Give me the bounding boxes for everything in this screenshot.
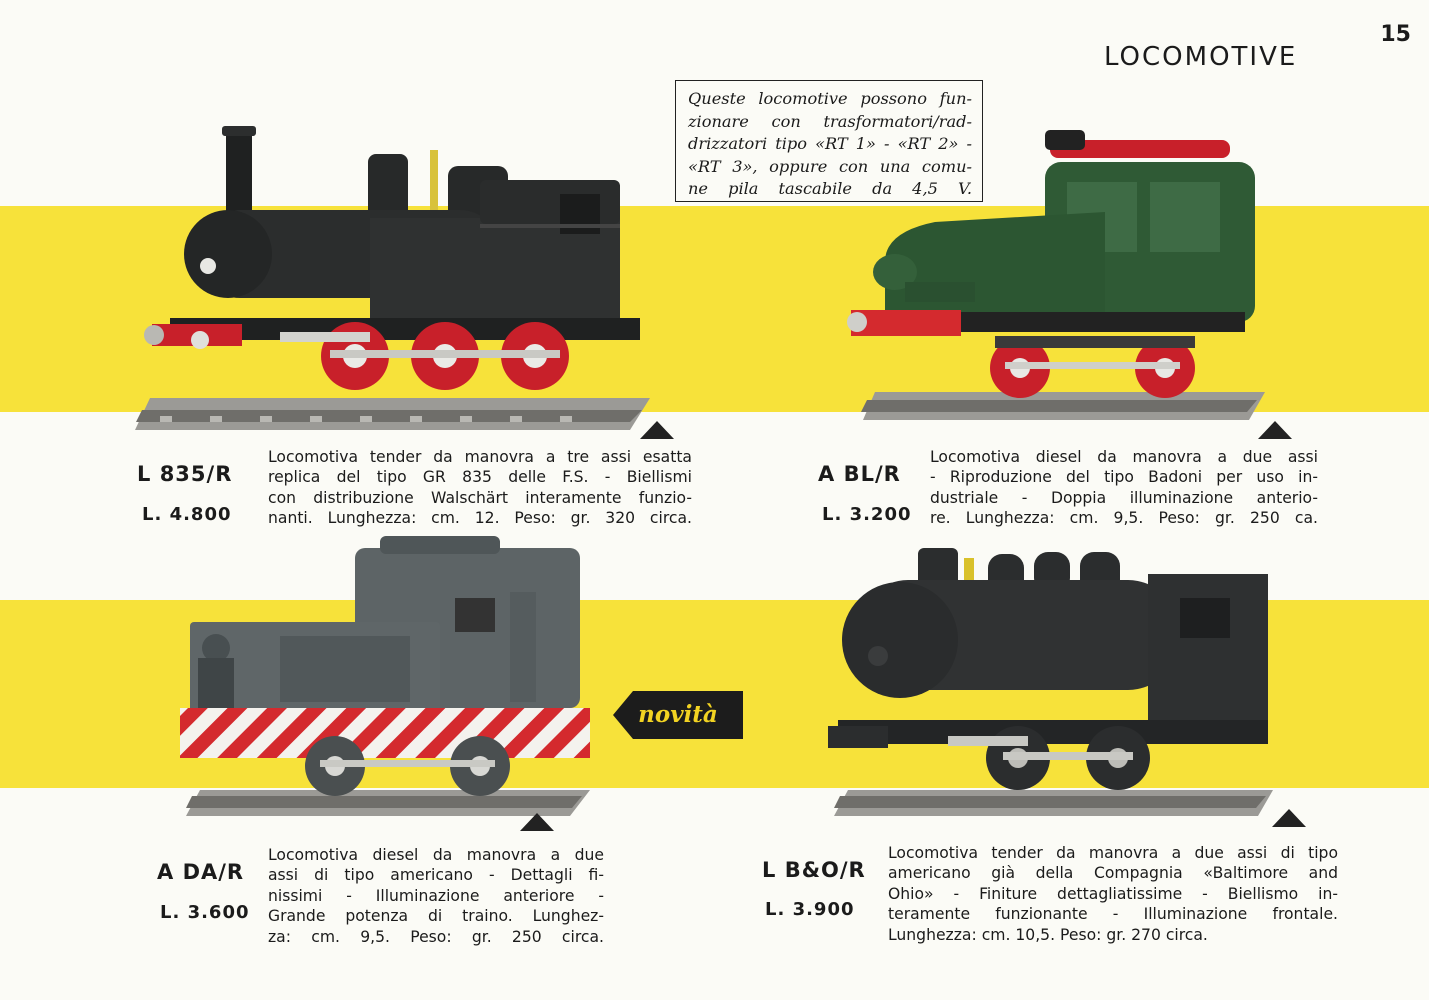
product-price: L. 3.600 xyxy=(160,902,250,923)
badge-label: novità xyxy=(638,701,718,728)
product-code: A DA/R xyxy=(157,860,245,884)
pointer-triangle-icon xyxy=(520,813,554,831)
description-line: Locomotiva tender da manovra a due assi … xyxy=(888,844,1338,862)
pointer-triangle-icon xyxy=(640,421,674,439)
description-line: Ohio» - Finiture dettagliatissime - Biel… xyxy=(888,884,1338,903)
info-note-box: Queste locomotive possono fun- zionare c… xyxy=(675,80,983,202)
description-line: nissimi - Illuminazione anteriore - xyxy=(268,886,604,905)
description-line: za: cm. 9,5. Peso: gr. 250 circa. xyxy=(268,927,604,946)
page-title: LOCOMOTIVE xyxy=(1104,42,1298,72)
description-line: con distribuzione Walschärt interamente … xyxy=(268,488,692,507)
product-description: Locomotiva tender da manovra a due assi … xyxy=(888,843,1338,945)
note-line: Queste locomotive possono fun- xyxy=(688,89,972,108)
green-diesel-locomotive-image-abl xyxy=(847,130,1265,420)
description-line: Grande potenza di traino. Lunghez- xyxy=(268,907,604,926)
description-line: teramente funzionante - Illuminazione fr… xyxy=(888,905,1338,924)
note-line: drizzatori tipo «RT 1» - «RT 2» - xyxy=(688,134,972,153)
note-line: «RT 3», oppure con una comu- xyxy=(688,156,972,176)
product-description: Locomotiva diesel da manovra a due assi … xyxy=(930,447,1318,529)
grey-diesel-locomotive-image-ada xyxy=(180,536,590,816)
description-line: Locomotiva tender da manovra a tre assi … xyxy=(268,448,692,466)
product-code: L 835/R xyxy=(137,462,233,486)
bo-steam-locomotive-image xyxy=(828,548,1273,816)
pointer-triangle-icon xyxy=(1258,421,1292,439)
new-product-badge: novità xyxy=(613,691,743,739)
description-line: Locomotiva diesel da manovra a due assi xyxy=(930,448,1318,466)
product-description: Locomotiva diesel da manovra a due assi … xyxy=(268,845,604,947)
description-line: Locomotiva diesel da manovra a due xyxy=(268,846,604,864)
description-line: replica del tipo GR 835 delle F.S. - Bie… xyxy=(268,468,692,487)
product-price: L. 3.900 xyxy=(765,899,855,920)
description-line: nanti. Lunghezza: cm. 12. Peso: gr. 320 … xyxy=(268,509,692,528)
description-line: re. Lunghezza: cm. 9,5. Peso: gr. 250 ca… xyxy=(930,509,1318,528)
product-description: Locomotiva tender da manovra a tre assi … xyxy=(268,447,692,529)
page-number: 15 xyxy=(1380,22,1411,47)
description-line: dustriale - Doppia illuminazione anterio… xyxy=(930,488,1318,507)
description-line: Lunghezza: cm. 10,5. Peso: gr. 270 circa… xyxy=(888,925,1208,944)
description-line: americano già della Compagnia «Baltimore… xyxy=(888,864,1338,883)
note-line: ne pila tascabile da 4,5 V. xyxy=(688,179,972,198)
product-price: L. 4.800 xyxy=(142,504,232,525)
description-line: - Riproduzione del tipo Badoni per uso i… xyxy=(930,468,1318,487)
pointer-triangle-icon xyxy=(1272,809,1306,827)
product-price: L. 3.200 xyxy=(822,504,912,525)
steam-locomotive-image-l835 xyxy=(135,126,650,430)
product-code: L B&O/R xyxy=(762,858,866,882)
description-line: assi di tipo americano - Dettagli fi- xyxy=(268,866,604,885)
product-code: A BL/R xyxy=(818,462,901,486)
note-line: zionare con trasformatori/rad- xyxy=(688,111,972,131)
arrow-badge-icon xyxy=(613,691,743,739)
